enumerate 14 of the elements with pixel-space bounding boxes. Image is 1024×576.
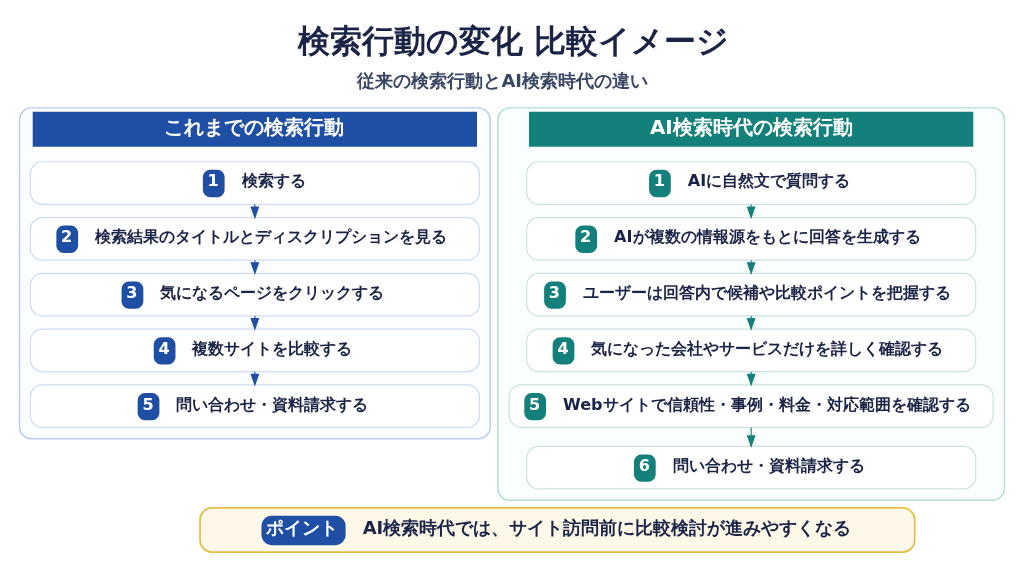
arrow — [250, 259, 260, 275]
node-box: 5 問い合わせ・資料請求する — [29, 384, 480, 428]
label: 従来の検索行動とAI検索時代の違い — [357, 69, 649, 91]
node-box: 1 AIに自然文で質問する — [526, 161, 977, 205]
arrow — [250, 315, 260, 331]
diagram-title: 検索行動の変化 比較イメージ — [297, 22, 730, 61]
node-box: 6 問い合わせ・資料請求する — [526, 445, 977, 490]
node-box: ポイント AI検索時代では、サイト訪問前に比較検討が進みやすくなる — [199, 506, 916, 554]
node-box: 1 検索する — [29, 161, 480, 205]
node-box: 5 Webサイトで信頼性・事例・料金・対応範囲を確認する — [508, 384, 994, 428]
node-box: 2 AIが複数の情報源をもとに回答を生成する — [526, 217, 977, 261]
node-box: 2 検索結果のタイトルとディスクリプションを見る — [29, 217, 480, 261]
arrow — [250, 203, 260, 220]
arrow — [250, 371, 260, 387]
